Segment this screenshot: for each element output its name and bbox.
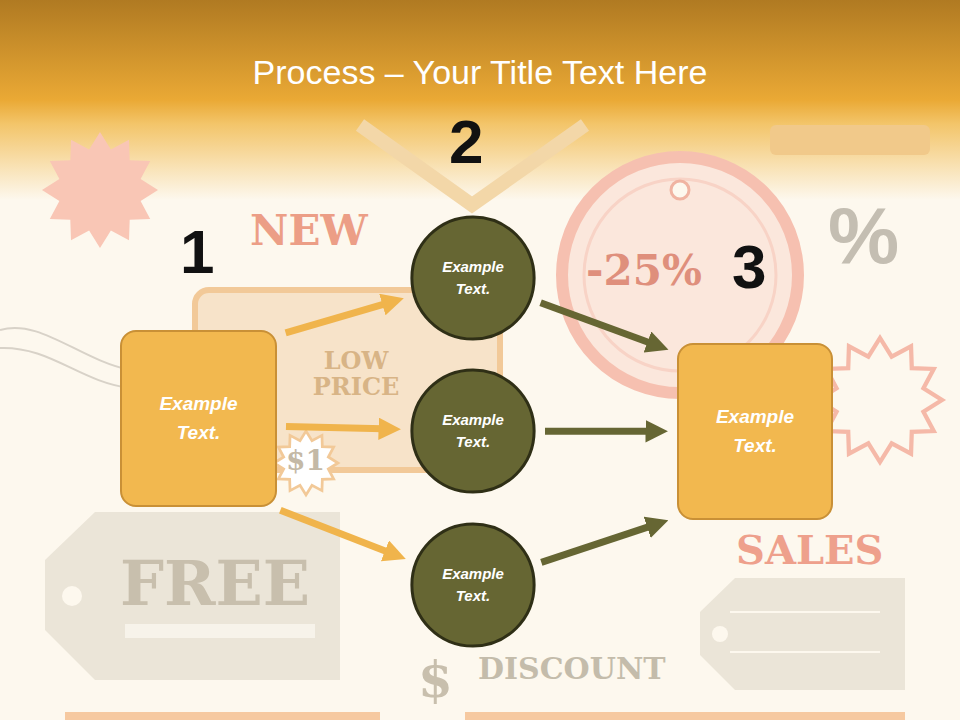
circle-outline [410, 215, 536, 341]
tag-line [730, 651, 880, 653]
process-circle: Example Text. [410, 368, 536, 494]
node-text-group: Example Text. [428, 256, 519, 301]
watermark-price: $1 [286, 446, 325, 477]
watermark-word: SALES [736, 528, 883, 572]
process-box: Example Text. [120, 330, 277, 507]
process-circle: Example Text. [410, 522, 536, 648]
tag-hole [712, 626, 728, 642]
free-tag [45, 512, 340, 680]
tag-hole [671, 181, 689, 199]
tag-shape [770, 125, 930, 155]
watermark-discount: -25% [586, 248, 702, 294]
watermark-word: LOW PRICE [306, 348, 406, 401]
tag-strip [125, 624, 315, 638]
tag-string [0, 348, 130, 388]
node-text: Example Text. [428, 256, 519, 301]
tag-hole [62, 586, 82, 606]
step-number: 2 [449, 108, 483, 176]
watermark-word: FREE [120, 550, 310, 618]
circle-shape [412, 217, 534, 339]
starburst [274, 431, 338, 495]
watermark-symbol: % [828, 192, 899, 280]
step-number: 3 [732, 233, 766, 301]
node-text: Example Text. [428, 409, 519, 454]
bottom-bar [465, 712, 905, 720]
tag-line [730, 611, 880, 613]
bottom-bar [65, 712, 380, 720]
flow-arrow [286, 303, 387, 333]
watermark-word: DISCOUNT [478, 652, 666, 685]
watermark-symbol: $ [418, 652, 453, 707]
node-text: Example Text. [693, 403, 817, 460]
circle-outline [410, 368, 536, 494]
circle-shape [412, 370, 534, 492]
flow-arrow [541, 303, 652, 344]
flow-arrow [280, 510, 389, 552]
node-text-group: Example Text. [428, 563, 519, 608]
node-text-group: Example Text. [136, 390, 261, 447]
circle-shape [412, 524, 534, 646]
slide-title: Process – Your Title Text Here [0, 52, 960, 93]
starburst [42, 132, 158, 248]
flow-arrow [541, 526, 651, 562]
node-text: Example Text. [136, 390, 261, 447]
flow-arrow [545, 428, 650, 435]
sales-tag [700, 578, 905, 690]
step-number: 1 [180, 218, 214, 286]
process-circle: Example Text. [410, 215, 536, 341]
circle-outline [410, 522, 536, 648]
node-text-group: Example Text. [428, 409, 519, 454]
node-text-group: Example Text. [693, 403, 817, 460]
flow-arrow [286, 427, 383, 429]
node-text: Example Text. [428, 563, 519, 608]
watermark-word: NEW [250, 208, 368, 254]
process-box: Example Text. [677, 343, 833, 520]
starburst-outline [818, 338, 942, 462]
